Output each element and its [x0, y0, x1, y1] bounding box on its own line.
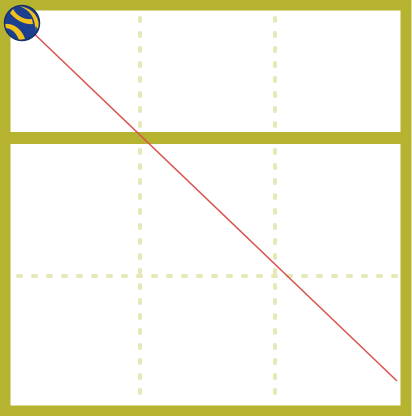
volleyball-icon[interactable] — [5, 6, 40, 41]
court-net-line — [5, 132, 406, 144]
